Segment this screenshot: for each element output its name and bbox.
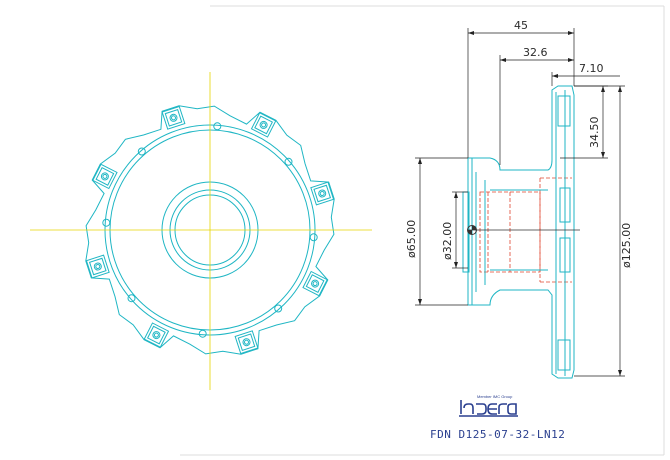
logo-stroke-2 xyxy=(463,403,474,414)
insert-pocket xyxy=(250,112,277,138)
insert-outline xyxy=(92,163,118,190)
insert-inner xyxy=(313,184,332,203)
coolant-hole xyxy=(102,218,111,227)
side-insert-mid-2 xyxy=(559,237,571,273)
insert-screw xyxy=(318,189,327,198)
insert-inner xyxy=(254,115,274,135)
insert-outline xyxy=(250,112,277,138)
logo-stroke-5 xyxy=(498,403,507,414)
side-view: 45 32.6 7.10 34.50 ø125.00 ø65.00 ø32.00 xyxy=(405,19,633,379)
insert-screw-inner xyxy=(102,173,108,179)
insert-outline xyxy=(310,181,335,206)
arrow-125-t xyxy=(618,86,622,92)
inserts xyxy=(85,105,335,355)
side-insert-mid-1 xyxy=(559,187,571,223)
arrow-32-b xyxy=(454,262,458,268)
insert-outline xyxy=(143,322,170,348)
dim-bore-diameter: ø32.00 xyxy=(441,222,454,260)
coolant-hole xyxy=(284,157,293,166)
side-profile xyxy=(467,85,575,379)
side-insert-top xyxy=(557,95,571,127)
side-insert-bottom xyxy=(557,339,571,371)
coolant-hole xyxy=(137,147,146,156)
cutter-body-outline xyxy=(85,105,335,355)
arrow-125-b xyxy=(618,370,622,376)
logo-tagline: Member IMC Group xyxy=(477,394,513,399)
dim-insert-depth: 34.50 xyxy=(588,117,601,149)
insert-screw xyxy=(93,262,102,271)
logo-stroke-4 xyxy=(487,403,497,415)
dim-overall-length: 45 xyxy=(514,19,528,32)
insert-inner xyxy=(88,257,107,276)
insert-pocket xyxy=(234,330,259,355)
insert-inner xyxy=(237,333,256,352)
arrow-710 xyxy=(552,74,558,78)
insert-outline xyxy=(161,105,186,130)
insert-pocket xyxy=(92,163,118,190)
dim-hub-diameter: ø65.00 xyxy=(405,220,418,258)
insert-screw-inner xyxy=(153,332,159,338)
dimension-lines xyxy=(415,28,625,377)
logo-stroke-6 xyxy=(507,403,517,415)
insert-inner xyxy=(305,274,325,294)
insert-screw-inner xyxy=(95,264,101,269)
center-mark-fill-2 xyxy=(467,230,472,235)
side-outline xyxy=(462,85,575,379)
arrow-326-r xyxy=(568,58,574,62)
insert-screw-inner xyxy=(171,115,176,121)
coolant-hole xyxy=(274,304,283,313)
insert-inner xyxy=(164,108,183,127)
insert-screw xyxy=(152,331,161,340)
arrow-345-b xyxy=(601,152,605,158)
insert-pocket xyxy=(85,254,110,279)
insert-inner xyxy=(95,166,115,186)
logo-stroke-3 xyxy=(476,403,487,415)
dim-cutter-diameter: ø125.00 xyxy=(620,223,633,268)
center-mark-fill xyxy=(472,225,477,230)
insert-outline xyxy=(302,270,328,297)
insert-pocket xyxy=(161,105,186,130)
insert-pocket xyxy=(143,322,170,348)
coolant-hole xyxy=(309,233,318,242)
insert-screw xyxy=(311,279,320,288)
insert-outline xyxy=(234,330,259,355)
insert-screw xyxy=(259,120,268,129)
dim-hub-length: 32.6 xyxy=(523,46,548,59)
dimension-arrows xyxy=(418,31,622,376)
arrow-65-t xyxy=(418,158,422,164)
insert-pocket xyxy=(302,270,328,297)
ingersoll-logo: Member IMC Group xyxy=(459,394,518,417)
front-centerlines xyxy=(30,72,372,390)
arrow-326-l xyxy=(500,58,506,62)
insert-screw-inner xyxy=(261,122,267,128)
arrow-45-l xyxy=(468,31,474,35)
arrow-45-r xyxy=(568,31,574,35)
arrow-65-b xyxy=(418,299,422,305)
coolant-hole xyxy=(127,294,136,303)
dim-insert-width: 7.10 xyxy=(579,62,604,75)
arrow-345-t xyxy=(601,86,605,92)
model-code: FDN D125-07-32-LN12 xyxy=(430,428,565,441)
insert-screw xyxy=(100,172,109,181)
insert-inner xyxy=(146,325,166,345)
arrow-32-t xyxy=(454,192,458,198)
logo-mark xyxy=(459,400,518,417)
insert-pocket xyxy=(310,181,335,206)
coolant-hole xyxy=(213,122,222,131)
coolant-hole xyxy=(198,329,207,338)
insert-screw xyxy=(169,113,178,122)
screw-holes xyxy=(102,122,318,338)
insert-outline xyxy=(85,254,110,279)
insert-screw-inner xyxy=(244,339,249,345)
insert-screw xyxy=(242,338,251,347)
insert-screw-inner xyxy=(319,191,325,196)
insert-screw-inner xyxy=(312,281,318,287)
